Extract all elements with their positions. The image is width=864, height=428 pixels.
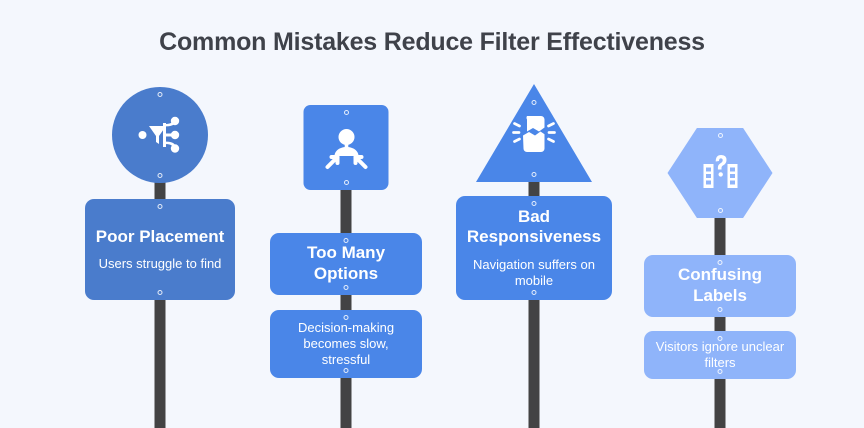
sign-plate-icon-triangle[interactable] (476, 84, 592, 182)
rivet-icon (157, 92, 163, 97)
sign-description: Visitors ignore unclear filters (655, 338, 785, 370)
rivet-icon (717, 336, 723, 341)
page-title: Common Mistakes Reduce Filter Effectiven… (159, 28, 705, 56)
rivet-icon (343, 315, 349, 320)
sign-plate-icon-circle[interactable] (112, 87, 208, 183)
filter-funnel-icon (136, 111, 184, 159)
sign-plate-title[interactable]: Too Many Options (270, 233, 422, 295)
sign-title: Confusing Labels (677, 265, 763, 305)
rivet-icon (343, 285, 349, 290)
sign-plate-title[interactable]: Confusing Labels (644, 255, 796, 317)
sign-plate-description[interactable]: Decision-making becomes slow, stressful (270, 310, 422, 378)
sign-plate-text[interactable]: Poor Placement Users struggle to find (85, 199, 235, 300)
sign-post (154, 175, 166, 428)
sign-plate-icon-square[interactable] (303, 105, 389, 190)
rivet-icon (717, 369, 723, 374)
rivet-icon (717, 260, 723, 265)
rivet-icon (717, 208, 723, 213)
broken-phone-icon (511, 111, 557, 157)
rivet-icon (157, 173, 163, 178)
rivet-icon (531, 172, 537, 177)
rivet-icon (531, 100, 537, 105)
sign-description: Users struggle to find (98, 256, 222, 272)
rivet-icon (531, 201, 537, 206)
column-bad-responsiveness: Bad Responsiveness Navigation suffers on… (434, 0, 634, 428)
sign-post (528, 172, 540, 428)
rivet-icon (157, 290, 163, 295)
rivet-icon (531, 290, 537, 295)
column-too-many-options: Too Many Options Decision-making becomes… (246, 0, 446, 428)
sign-title: Too Many Options (306, 243, 386, 283)
sign-post (340, 180, 352, 428)
rivet-icon (343, 368, 349, 373)
question-labels-icon (697, 150, 743, 196)
rivet-icon (343, 180, 349, 185)
rivet-icon (717, 307, 723, 312)
sign-title: Poor Placement (95, 226, 225, 246)
rivet-icon (343, 238, 349, 243)
sign-description: Decision-making becomes slow, stressful (297, 319, 395, 368)
rivet-icon (157, 204, 163, 209)
rivet-icon (343, 110, 349, 115)
sign-plate-icon-hexagon[interactable] (667, 128, 773, 218)
sign-description: Navigation suffers on mobile (473, 256, 595, 289)
person-converging-arrows-icon (323, 125, 369, 171)
sign-plate-description[interactable]: Visitors ignore unclear filters (644, 331, 796, 379)
rivet-icon (717, 133, 723, 138)
sign-title: Bad Responsiveness (466, 206, 602, 247)
column-poor-placement: Poor Placement Users struggle to find (60, 0, 260, 428)
sign-plate-text[interactable]: Bad Responsiveness Navigation suffers on… (456, 196, 612, 300)
column-confusing-labels: Confusing Labels Visitors ignore unclear… (620, 0, 820, 428)
